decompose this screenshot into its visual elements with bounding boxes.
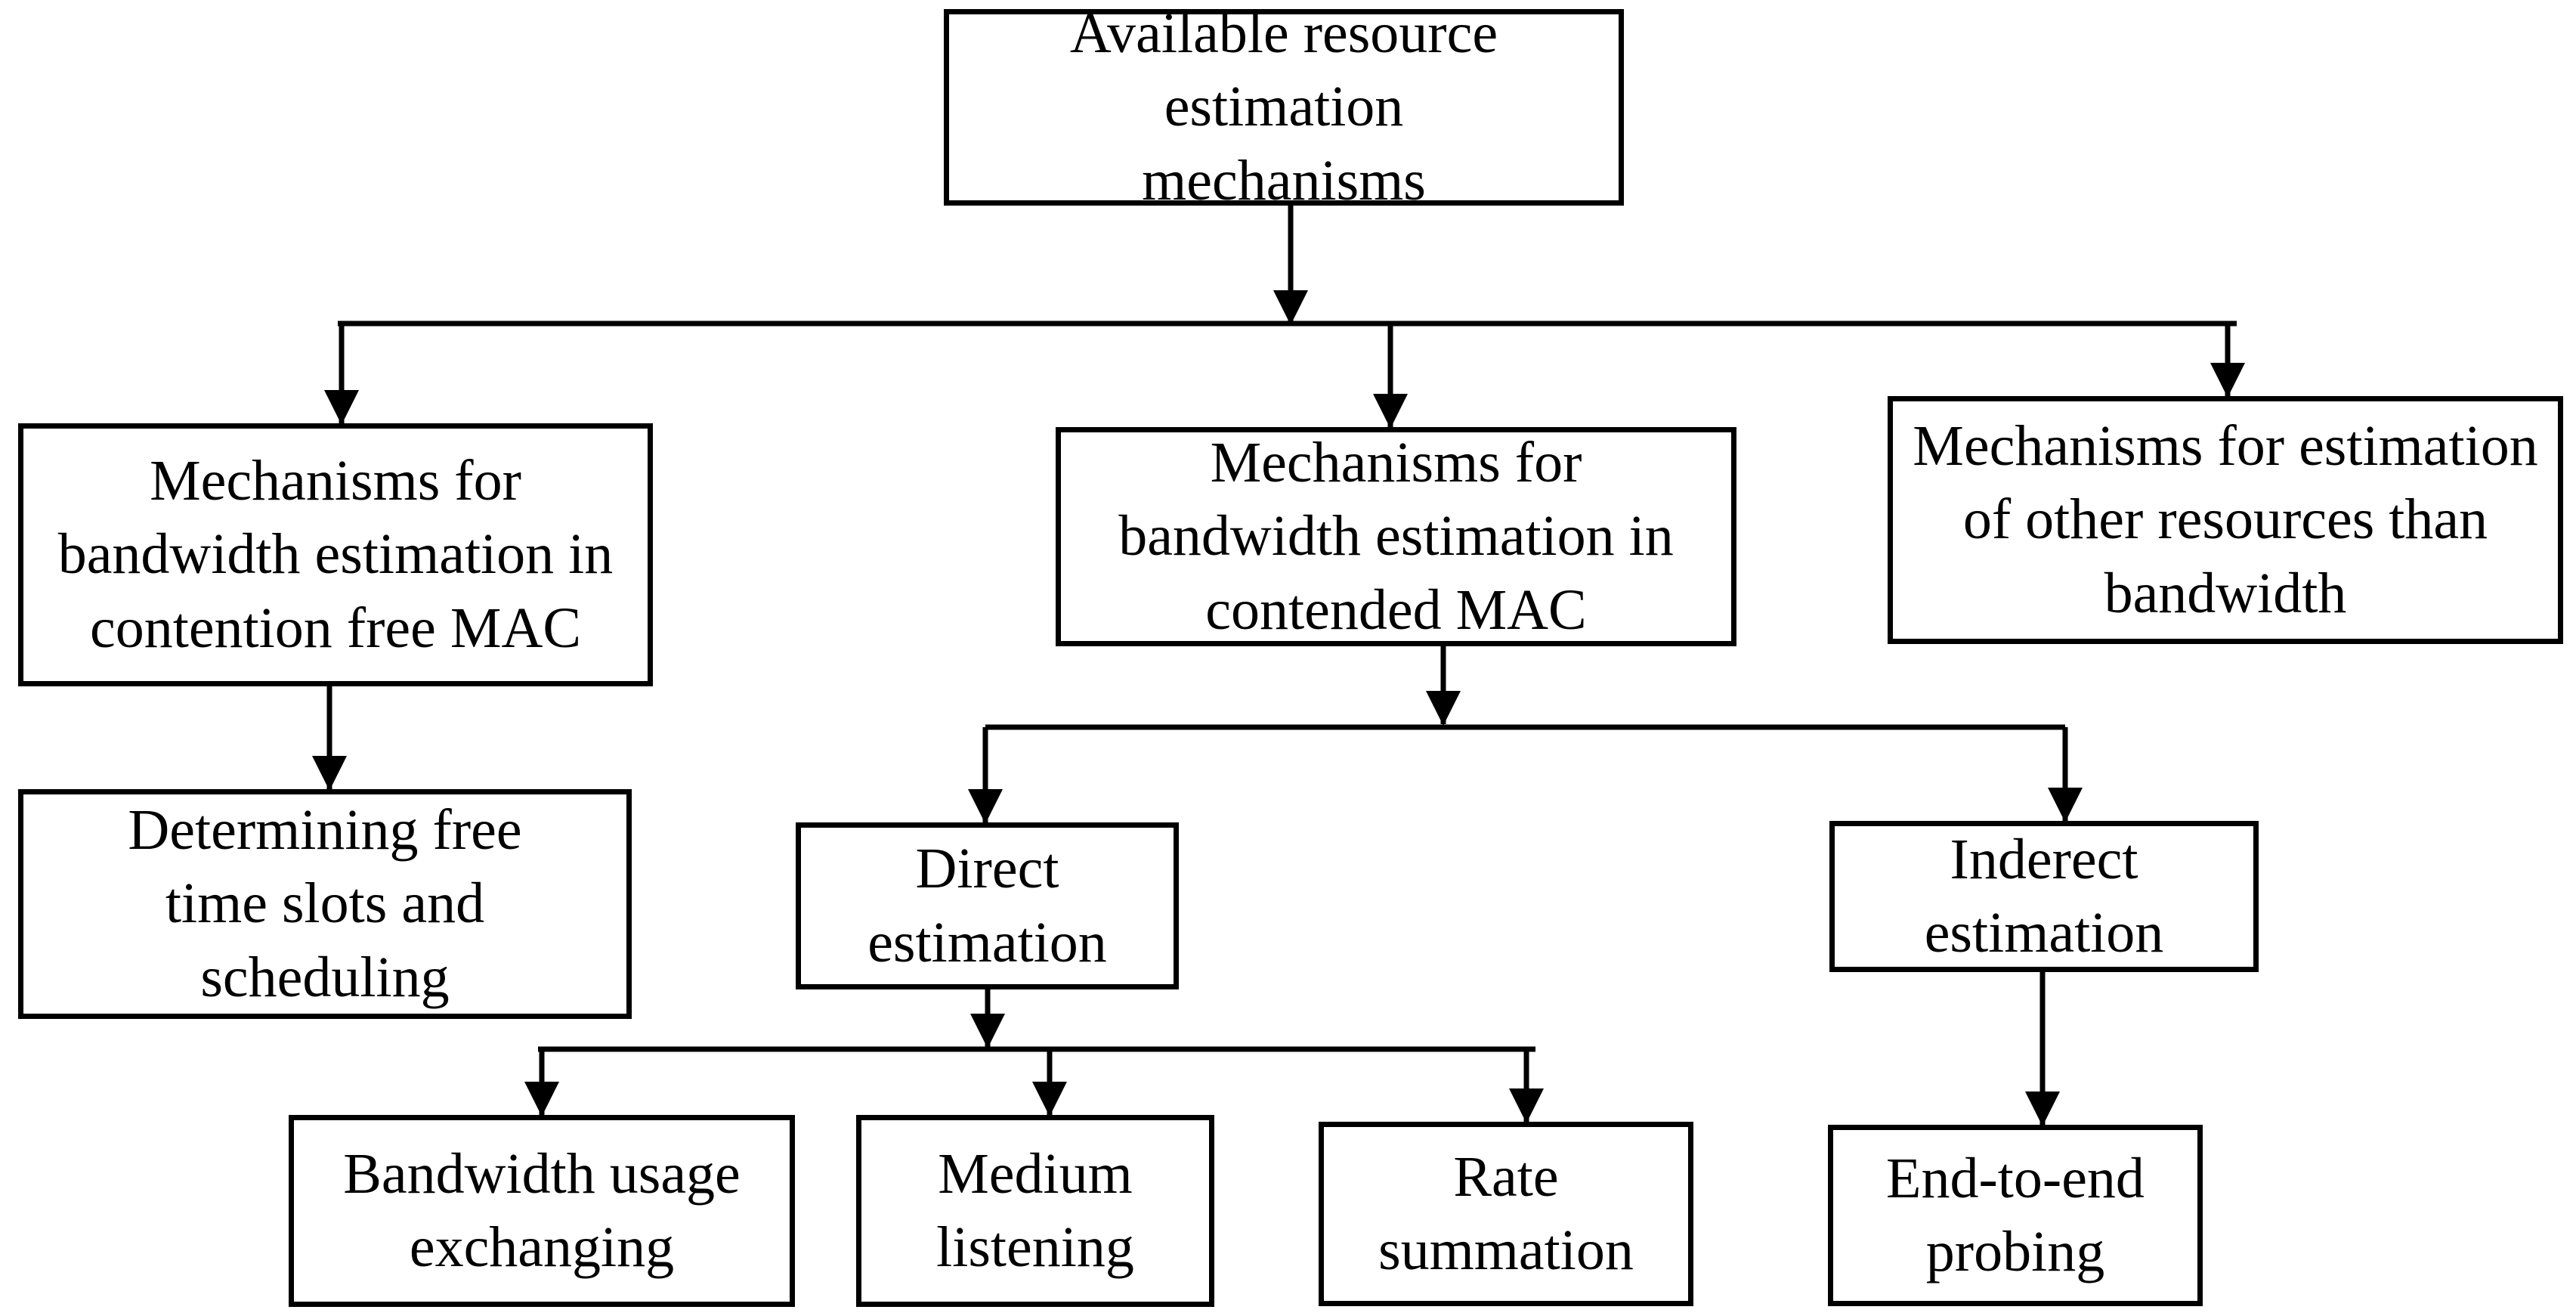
node-end-to-end-label: End-to-end probing: [1886, 1146, 2145, 1283]
node-free-slots: Determining free time slots and scheduli…: [18, 789, 632, 1019]
node-root-label: Available resource estimation mechanisms: [1069, 2, 1498, 212]
node-medium-listening: Medium listening: [856, 1115, 1214, 1307]
node-indirect: Inderect estimation: [1829, 821, 2259, 972]
node-contention-free: Mechanisms for bandwidth estimation in c…: [18, 423, 653, 686]
node-contended-label: Mechanisms for bandwidth estimation in c…: [1118, 431, 1674, 642]
node-end-to-end: End-to-end probing: [1828, 1125, 2203, 1306]
node-direct: Direct estimation: [796, 822, 1179, 989]
node-bandwidth-usage-label: Bandwidth usage exchanging: [343, 1141, 741, 1279]
node-contention-free-label: Mechanisms for bandwidth estimation in c…: [57, 449, 614, 660]
node-medium-listening-label: Medium listening: [936, 1141, 1134, 1279]
node-other-resources-label: Mechanisms for estimation of other resou…: [1913, 414, 2538, 625]
node-root: Available resource estimation mechanisms: [944, 2, 1624, 212]
node-other-resources: Mechanisms for estimation of other resou…: [1888, 396, 2563, 644]
node-contended: Mechanisms for bandwidth estimation in c…: [1056, 427, 1736, 646]
node-rate-summation: Rate summation: [1319, 1122, 1693, 1306]
node-indirect-label: Inderect estimation: [1924, 827, 2164, 965]
node-free-slots-label: Determining free time slots and scheduli…: [128, 798, 522, 1009]
node-bandwidth-usage: Bandwidth usage exchanging: [289, 1115, 795, 1307]
node-direct-label: Direct estimation: [867, 837, 1107, 974]
node-rate-summation-label: Rate summation: [1378, 1144, 1634, 1282]
